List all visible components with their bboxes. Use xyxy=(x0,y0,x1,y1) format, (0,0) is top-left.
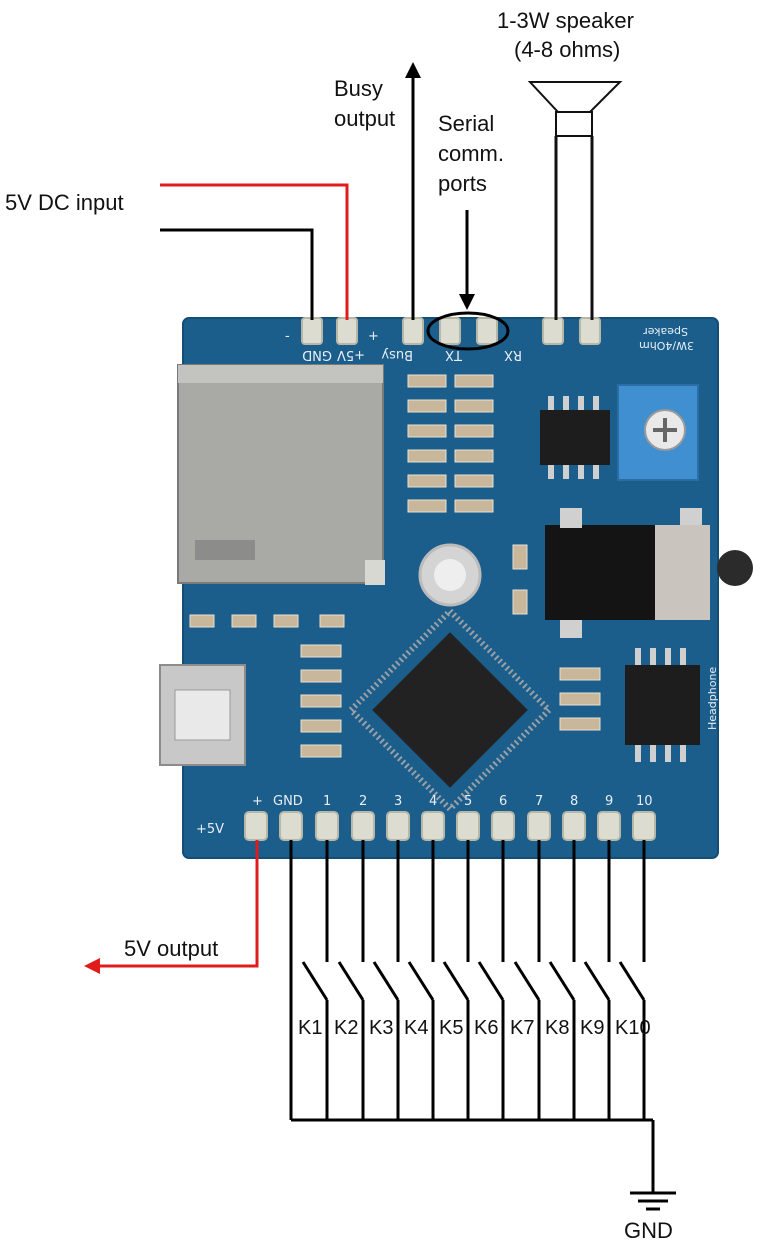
ground-icon xyxy=(630,1120,676,1211)
serial-label-line1: Serial xyxy=(438,111,494,136)
switch-contact-1 xyxy=(301,961,329,1001)
dc-input-label: 5V DC input xyxy=(5,190,124,215)
speaker-label-line1: 1-3W speaker xyxy=(497,8,634,33)
silk-minus: - xyxy=(285,329,290,344)
switch-contact-6 xyxy=(477,961,505,1001)
silk-gnd: GND xyxy=(302,347,332,362)
pcb-board: - + GND +5V Busy TX RX 3W/4Ohm Speaker H… xyxy=(159,317,753,859)
amplifier-chip xyxy=(540,396,610,479)
silk-plus: + xyxy=(368,329,379,344)
smd-components xyxy=(189,544,601,758)
resistor-array-top xyxy=(407,374,494,513)
switch-contact-3 xyxy=(372,961,400,1001)
silk-pin-5: 5 xyxy=(464,794,472,809)
switch-label-k9: K9 xyxy=(580,1017,604,1039)
dc-input-wires xyxy=(160,183,349,320)
silk-rx: RX xyxy=(504,347,522,362)
speaker-icon xyxy=(527,81,623,320)
switch-label-k4: K4 xyxy=(404,1017,428,1039)
switch-contact-8 xyxy=(548,961,576,1001)
switch-label-k10: K10 xyxy=(615,1017,651,1039)
silk-plus5v: +5V xyxy=(337,347,365,362)
top-header-pads xyxy=(301,317,601,345)
switch-contact-2 xyxy=(337,961,365,1001)
silk-bottom-gnd: GND xyxy=(273,794,303,809)
serial-label-line2: comm. xyxy=(438,141,504,166)
micro-usb-port xyxy=(159,664,246,766)
switch-labels: K1 K2 K3 K4 K5 K6 K7 K8 K9 K10 xyxy=(298,1017,651,1039)
decoder-chip xyxy=(625,648,700,762)
switch-label-k3: K3 xyxy=(369,1017,393,1039)
silk-pin-labels: 1 2 3 4 5 6 7 8 9 10 xyxy=(323,794,653,809)
switch-label-k7: K7 xyxy=(510,1017,534,1039)
silk-speaker-spec: 3W/4Ohm xyxy=(639,339,694,352)
silk-pin-9: 9 xyxy=(605,794,613,809)
silk-pin-1: 1 xyxy=(323,794,331,809)
switch-contact-5 xyxy=(442,961,470,1001)
switch-contact-10 xyxy=(618,961,646,1001)
silk-pin-7: 7 xyxy=(535,794,543,809)
silk-pin-8: 8 xyxy=(570,794,578,809)
silk-pin-6: 6 xyxy=(499,794,507,809)
switch-wiring xyxy=(289,840,653,1122)
gnd-label: GND xyxy=(624,1218,673,1243)
silk-tx: TX xyxy=(445,347,463,362)
switch-label-k1: K1 xyxy=(298,1017,322,1039)
busy-label-line2: output xyxy=(334,106,395,131)
silk-bottom-plus: + xyxy=(252,794,263,809)
switch-label-k5: K5 xyxy=(439,1017,463,1039)
silk-speaker: Speaker xyxy=(643,325,688,338)
switch-label-k6: K6 xyxy=(474,1017,498,1039)
serial-label-line3: ports xyxy=(438,171,487,196)
busy-label-line1: Busy xyxy=(334,76,383,101)
serial-ports-marker xyxy=(426,210,510,351)
switch-contact-4 xyxy=(407,961,435,1001)
silk-pin-10: 10 xyxy=(636,794,653,809)
volume-potentiometer xyxy=(617,384,699,481)
switch-contact-9 xyxy=(583,961,611,1001)
5v-output-label: 5V output xyxy=(124,936,218,961)
silk-pin-4: 4 xyxy=(429,794,437,809)
silk-bottom-5v: +5V xyxy=(196,822,224,837)
silk-busy: Busy xyxy=(381,347,413,362)
switch-label-k2: K2 xyxy=(334,1017,358,1039)
silk-headphone: Headphone xyxy=(706,667,719,730)
switch-label-k8: K8 xyxy=(545,1017,569,1039)
5v-output-wire xyxy=(84,840,259,974)
headphone-jack xyxy=(545,508,753,638)
switch-contact-7 xyxy=(513,961,541,1001)
silk-pin-2: 2 xyxy=(359,794,367,809)
speaker-label-line2: (4-8 ohms) xyxy=(514,37,620,62)
silk-pin-3: 3 xyxy=(394,794,402,809)
busy-output-arrow xyxy=(405,62,421,320)
sd-card-slot xyxy=(177,364,385,585)
